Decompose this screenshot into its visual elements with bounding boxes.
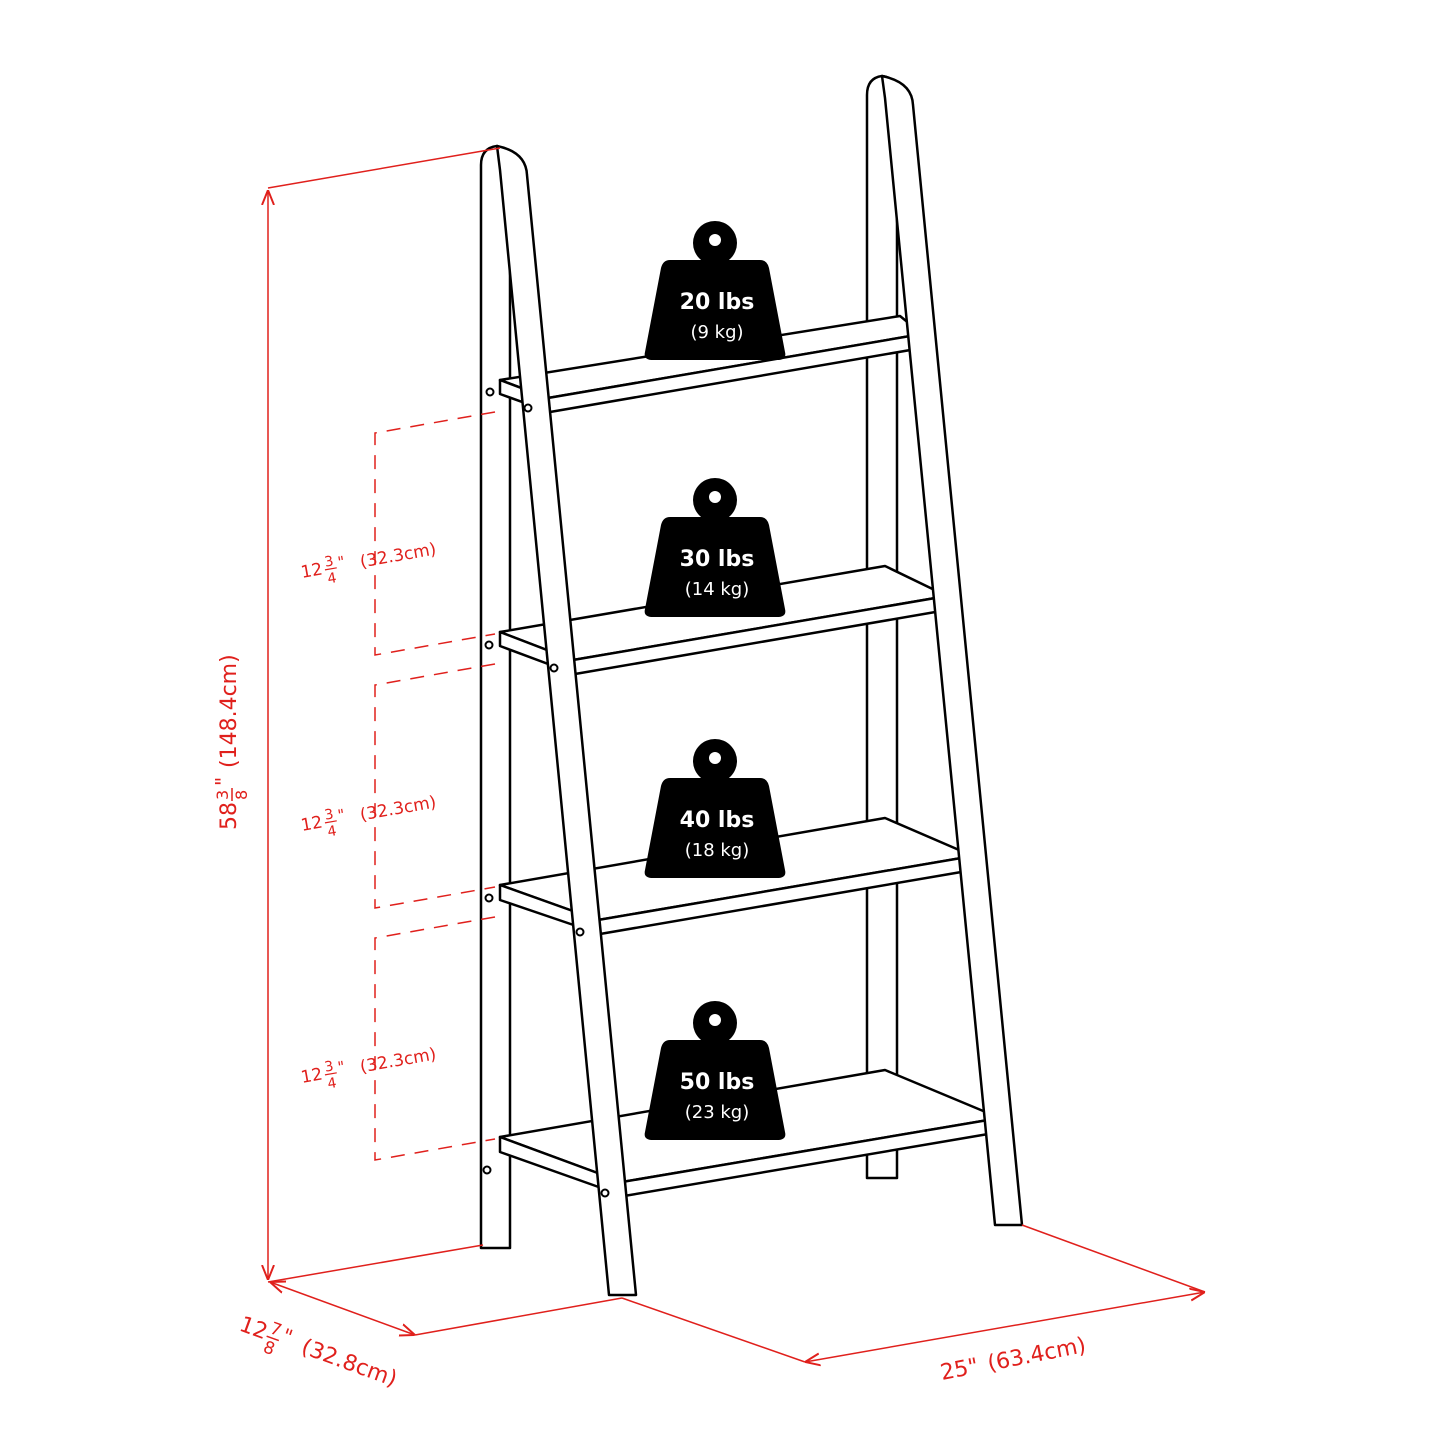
left-rear-post: [479, 144, 512, 1250]
svg-text:(63.4cm): (63.4cm): [985, 1333, 1088, 1377]
weight-hole: [709, 234, 721, 246]
svg-text:3: 3: [213, 790, 232, 800]
weight-hole: [709, 1014, 721, 1026]
depth-dimension-line: [270, 1282, 415, 1335]
svg-text:(32.3cm): (32.3cm): [358, 1044, 437, 1077]
weight-icon: [644, 260, 786, 360]
weight-lbs: 20 lbs: [680, 290, 755, 315]
weight-capacity-badge: 50 lbs (23 kg): [644, 1001, 786, 1140]
svg-text:": ": [336, 805, 346, 824]
width-dimension-line: [805, 1292, 1205, 1362]
svg-text:4: 4: [326, 570, 338, 587]
svg-text:12: 12: [299, 559, 324, 582]
svg-text:(32.3cm): (32.3cm): [358, 792, 437, 825]
weight-capacity-badge: 20 lbs (9 kg): [644, 221, 786, 360]
svg-text:": ": [336, 552, 346, 571]
shelf-spacing-label-2: 12 3 4 " (32.3cm): [299, 792, 437, 840]
dimension-lines: [268, 147, 1205, 1362]
weight-hole: [709, 752, 721, 764]
svg-text:(148.4cm): (148.4cm): [217, 654, 242, 768]
shelf-spacing-label-3: 12 3 4 " (32.3cm): [299, 1044, 437, 1092]
weight-lbs: 50 lbs: [680, 1070, 755, 1095]
weight-capacity-badge: 30 lbs (14 kg): [644, 478, 786, 617]
weight-icon: [644, 1040, 786, 1140]
svg-text:(32.8cm): (32.8cm): [298, 1335, 400, 1393]
weight-lbs: 40 lbs: [680, 808, 755, 833]
svg-text:(32.3cm): (32.3cm): [358, 539, 437, 572]
svg-text:12: 12: [299, 812, 324, 835]
right-rear-post: [865, 74, 899, 1180]
svg-text:12: 12: [299, 1064, 324, 1087]
svg-text:": ": [211, 777, 235, 786]
weight-kg: (9 kg): [690, 322, 743, 343]
shelf-spacing-label-1: 12 3 4 " (32.3cm): [299, 539, 437, 587]
svg-text:25": 25": [938, 1354, 980, 1386]
weight-lbs: 30 lbs: [680, 547, 755, 572]
weight-hole: [709, 491, 721, 503]
svg-text:3: 3: [323, 553, 335, 570]
weight-kg: (18 kg): [685, 840, 750, 861]
shelf-spacing-brackets: [374, 411, 496, 1161]
weight-kg: (14 kg): [685, 579, 750, 600]
weight-icon: [644, 517, 786, 617]
weight-kg: (23 kg): [685, 1102, 750, 1123]
width-label: 25" (63.4cm): [938, 1333, 1088, 1386]
svg-text:3: 3: [323, 806, 335, 823]
svg-text:4: 4: [326, 823, 338, 840]
svg-text:58: 58: [217, 802, 242, 830]
svg-text:8: 8: [232, 790, 251, 800]
height-label: 58 3 8 " (148.4cm): [211, 654, 251, 830]
left-front-leg: [495, 144, 638, 1297]
depth-label: 12 7 8 " (32.8cm): [236, 1312, 400, 1393]
weight-icon: [644, 778, 786, 878]
svg-text:3: 3: [323, 1058, 335, 1075]
right-front-leg: [880, 74, 1024, 1227]
svg-text:4: 4: [326, 1075, 338, 1092]
svg-text:": ": [336, 1057, 346, 1076]
weight-capacity-badge: 40 lbs (18 kg): [644, 739, 786, 878]
